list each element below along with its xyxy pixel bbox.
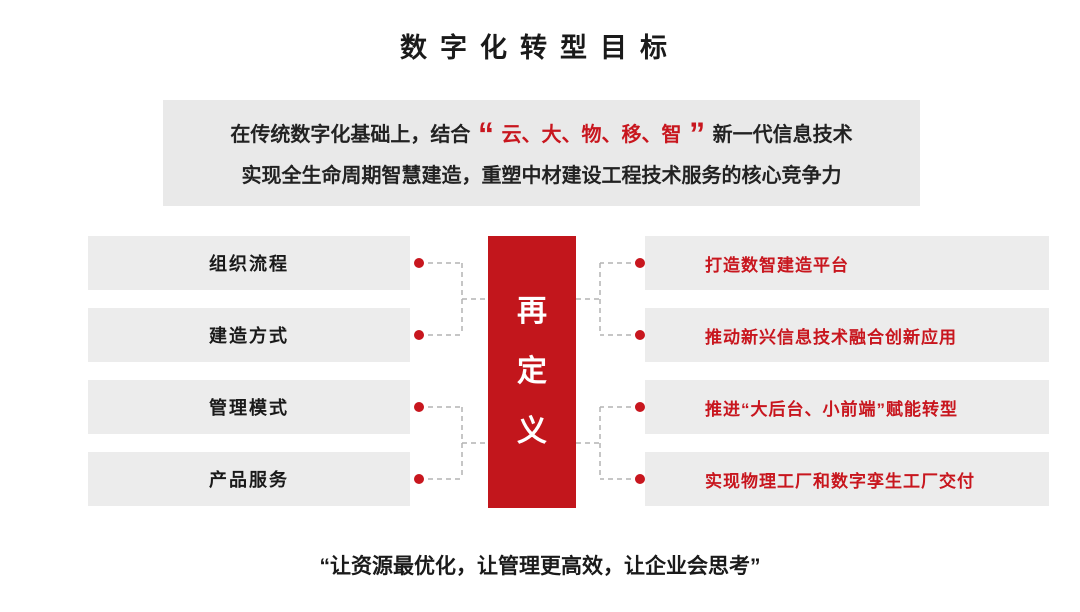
- page-title: 数字化转型目标: [400, 33, 680, 63]
- right-bar-digital-twin-delivery: 实现物理工厂和数字孪生工厂交付: [645, 452, 1049, 506]
- connector-dot: [635, 402, 645, 412]
- connector-right-lower: [576, 406, 640, 480]
- banner-line1-highlight: 云、大、物、移、智: [501, 124, 682, 146]
- left-bar-management-model: 管理模式: [88, 380, 410, 434]
- left-bar-label: 管理模式: [209, 398, 289, 418]
- connector-left-lower: [419, 406, 488, 480]
- right-bar-label: 实现物理工厂和数字孪生工厂交付: [705, 471, 975, 491]
- banner-line1-suffix: 新一代信息技术: [712, 124, 853, 146]
- close-quote-mark: ”: [689, 116, 706, 152]
- connector-dot: [414, 330, 424, 340]
- redefine-char: 再: [517, 295, 547, 328]
- redefine-char: 义: [517, 415, 547, 448]
- right-bar-digital-platform: 打造数智建造平台: [645, 236, 1049, 290]
- left-bar-label: 组织流程: [209, 254, 289, 274]
- connector-left-upper: [419, 262, 488, 336]
- left-bar-construction-method: 建造方式: [88, 308, 410, 362]
- open-quote-mark: “: [477, 116, 494, 152]
- banner-line-1: 在传统数字化基础上，结合 “ 云、大、物、移、智 ” 新一代信息技术: [230, 118, 853, 150]
- left-bar-label: 建造方式: [209, 326, 289, 346]
- connector-dot: [635, 474, 645, 484]
- left-bar-label: 产品服务: [209, 470, 289, 490]
- connector-dot: [635, 330, 645, 340]
- right-bar-label: 推进“大后台、小前端”赋能转型: [705, 399, 958, 419]
- right-bar-empowerment-transform: 推进“大后台、小前端”赋能转型: [645, 380, 1049, 434]
- redefine-block: 再 定 义: [488, 236, 576, 508]
- banner-line-2: 实现全生命周期智慧建造，重塑中材建设工程技术服务的核心竞争力: [241, 165, 842, 187]
- footer-quote: “让资源最优化，让管理更高效，让企业会思考”: [319, 555, 761, 578]
- connector-dot: [414, 402, 424, 412]
- connector-dot: [414, 258, 424, 268]
- right-bar-label: 打造数智建造平台: [705, 255, 849, 275]
- left-bar-product-service: 产品服务: [88, 452, 410, 506]
- summary-banner: 在传统数字化基础上，结合 “ 云、大、物、移、智 ” 新一代信息技术 实现全生命…: [163, 100, 920, 206]
- banner-line1-prefix: 在传统数字化基础上，结合: [230, 124, 471, 146]
- left-bar-organization-process: 组织流程: [88, 236, 410, 290]
- right-bar-label: 推动新兴信息技术融合创新应用: [705, 327, 957, 347]
- right-bar-tech-innovation: 推动新兴信息技术融合创新应用: [645, 308, 1049, 362]
- connector-right-upper: [576, 262, 640, 336]
- redefine-char: 定: [517, 355, 547, 388]
- connector-dot: [635, 258, 645, 268]
- connector-dot: [414, 474, 424, 484]
